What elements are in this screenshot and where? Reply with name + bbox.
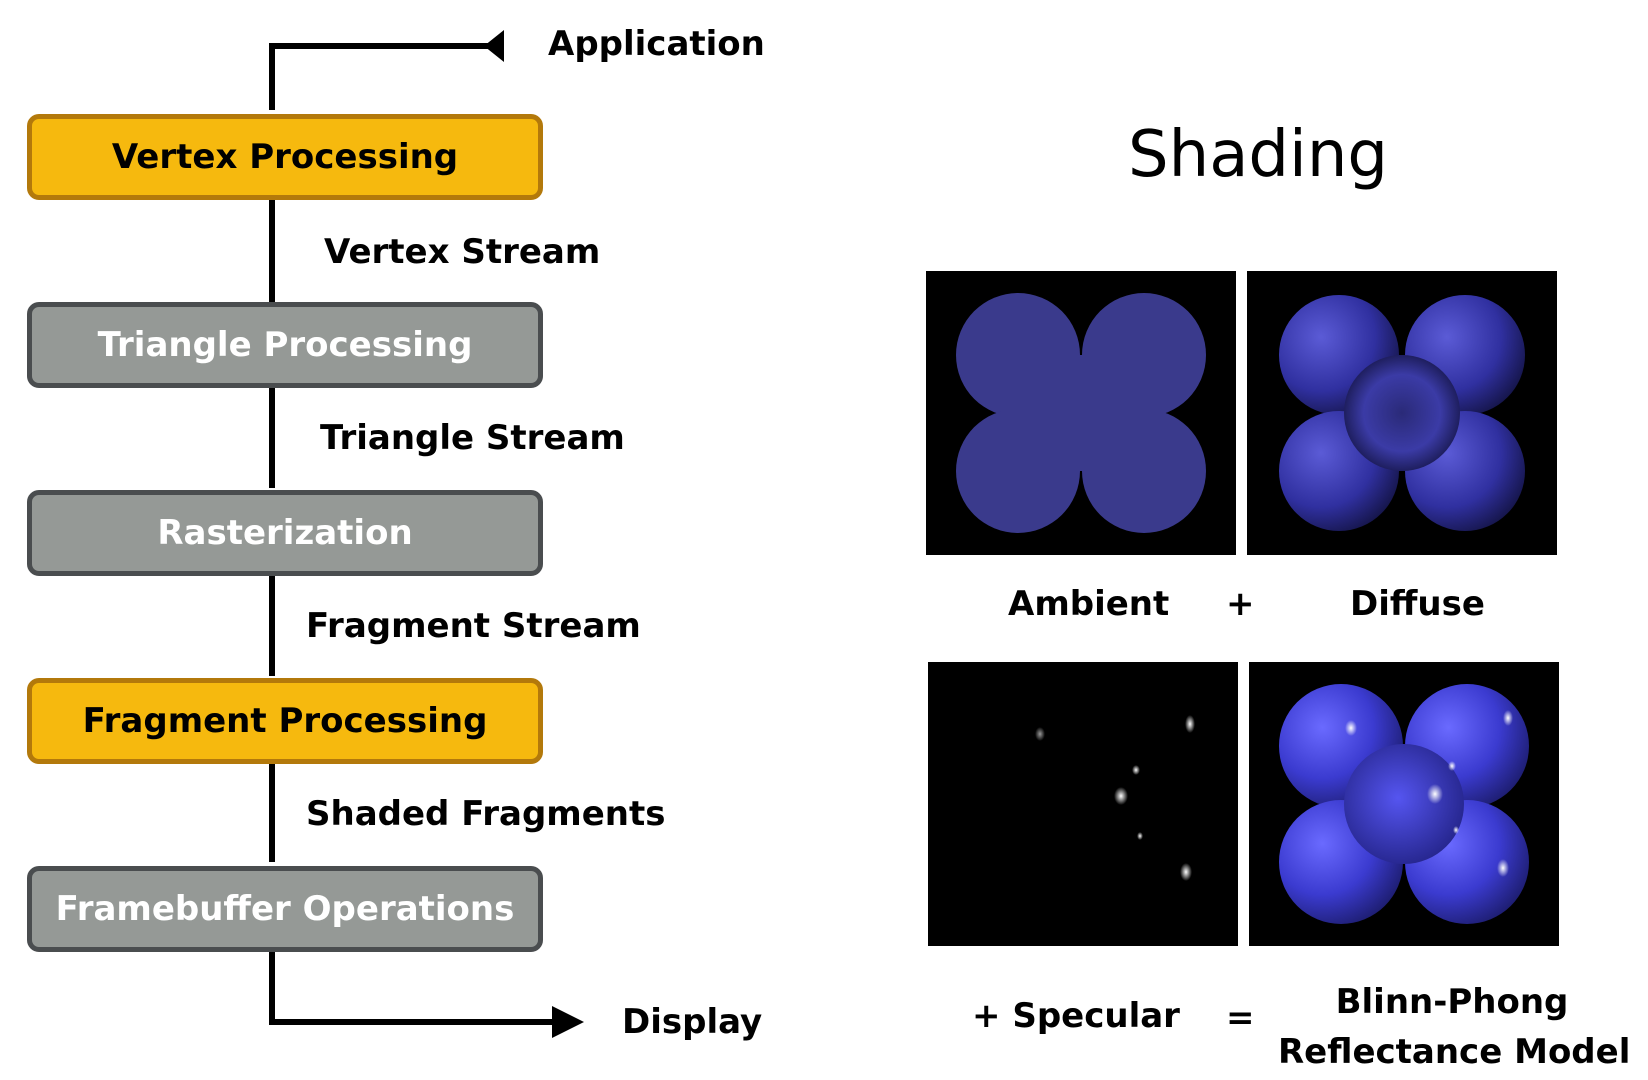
pipeline-connectors [269,30,584,1038]
specular-render [928,662,1238,946]
ambient-render [926,271,1236,555]
stage-triangle-processing: Triangle Processing [27,302,543,388]
stage-framebuffer-operations: Framebuffer Operations [27,866,543,952]
equals-sign: = [1226,998,1255,1038]
result-label-line2: Reflectance Model [1278,1032,1631,1072]
plus-sign: + [1226,584,1255,624]
result-label-line1: Blinn-Phong [1335,982,1569,1022]
diffuse-render [1247,271,1557,555]
stream-label-shaded: Shaded Fragments [306,794,666,834]
stream-label-fragment: Fragment Stream [306,606,641,646]
pipeline-output-label: Display [622,1002,763,1042]
input-arrowhead [484,30,504,62]
ambient-label: Ambient [1008,584,1170,624]
diffuse-label: Diffuse [1350,584,1485,624]
stage-vertex-processing: Vertex Processing [27,114,543,200]
pipeline-input-label: Application [548,24,765,64]
shading-title: Shading [1128,118,1388,192]
stream-label-triangle: Triangle Stream [320,418,625,458]
blinn-phong-render [1249,662,1559,946]
stage-rasterization: Rasterization [27,490,543,576]
stream-label-vertex: Vertex Stream [324,232,601,272]
specular-label: + Specular [972,996,1180,1036]
output-arrowhead [552,1006,584,1038]
stage-fragment-processing: Fragment Processing [27,678,543,764]
